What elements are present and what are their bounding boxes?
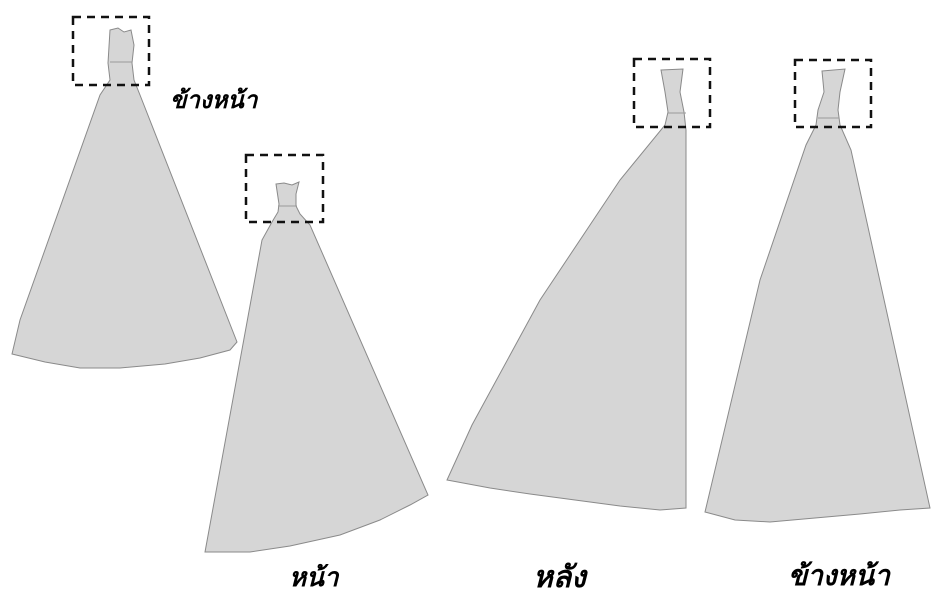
piece-label-side-front: ข้างหน้า (170, 85, 258, 114)
pattern-piece-4 (704, 58, 931, 523)
pattern-piece-1 (11, 15, 238, 369)
pattern-piece-2 (204, 153, 429, 553)
dashed-box (632, 57, 712, 129)
bodice-shape (446, 68, 687, 511)
piece-label-side-front: ข้างหน้า (788, 559, 890, 592)
piece-label-back: หลัง (533, 560, 586, 595)
pattern-piece-3 (446, 57, 712, 511)
dashed-box (71, 15, 151, 87)
dashed-box (244, 153, 325, 224)
bodice-shape (704, 68, 931, 523)
bodice-shape (204, 181, 429, 553)
dashed-box (793, 58, 873, 129)
bodice-shape (11, 27, 238, 369)
piece-label-front: หน้า (289, 563, 339, 593)
